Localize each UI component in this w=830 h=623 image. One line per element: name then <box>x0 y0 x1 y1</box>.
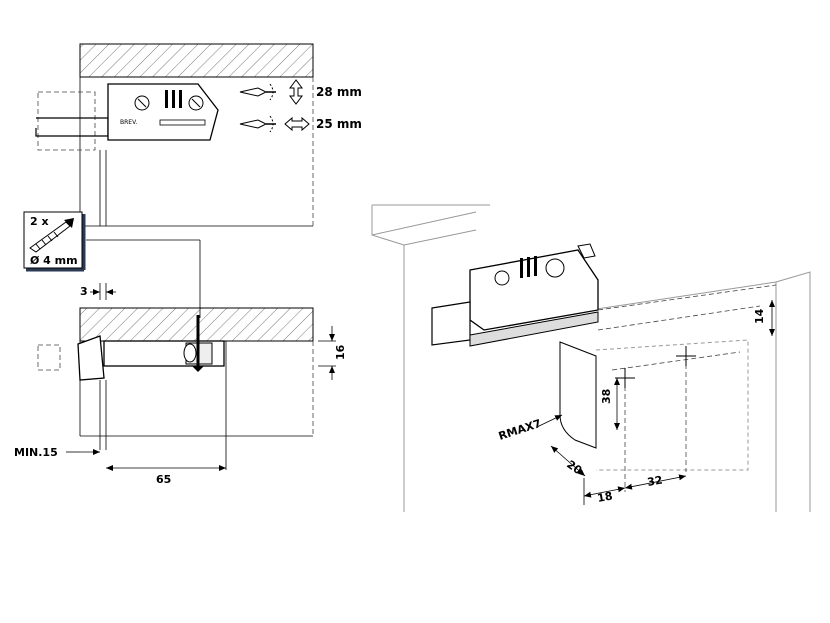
brand-mark: BREV. <box>120 119 137 126</box>
ghost-arm <box>37 91 96 151</box>
top-view: BREV. 28 mm 25 mm <box>35 43 362 227</box>
drill-mark-2 <box>676 346 696 366</box>
adjustment-vertical-label: 28 mm <box>316 85 362 99</box>
horizontal-arrow-icon <box>284 116 310 132</box>
screw-icon <box>29 218 74 253</box>
adjustment-horizontal-label: 25 mm <box>316 117 362 131</box>
side-view: 3 16 MIN.15 65 <box>14 283 347 486</box>
dim-radius: RMAX7 <box>497 417 543 443</box>
dim-gap: 3 <box>80 285 88 298</box>
drill-mark-1 <box>615 368 635 388</box>
screw-diameter: Ø 4 mm <box>30 254 78 267</box>
hinge-body: BREV. <box>107 83 219 141</box>
hinge-arm <box>35 117 109 137</box>
top-panel-hatch <box>79 43 314 78</box>
dim-spacing: 32 <box>646 473 663 488</box>
perspective-view: 14 38 RMAX7 20 18 32 <box>371 204 811 512</box>
perspective-hinge <box>431 243 599 347</box>
dim-height-38: 38 <box>600 389 613 404</box>
side-hinge-body <box>77 335 225 381</box>
side-screw <box>192 315 204 372</box>
dim-offset-b: 18 <box>596 489 613 504</box>
dim-depth: 65 <box>156 473 171 486</box>
screwdriver-icon <box>239 83 276 101</box>
cabinet-left <box>371 205 405 512</box>
screw-box: 2 x Ø 4 mm <box>23 211 201 318</box>
dim-top: 14 <box>753 308 766 324</box>
dim-min-offset: MIN.15 <box>14 446 58 459</box>
vertical-arrow-icon <box>289 79 303 105</box>
dim-height: 16 <box>334 344 347 360</box>
screw-count: 2 x <box>30 215 49 228</box>
screwdriver-icon-2 <box>239 115 276 133</box>
